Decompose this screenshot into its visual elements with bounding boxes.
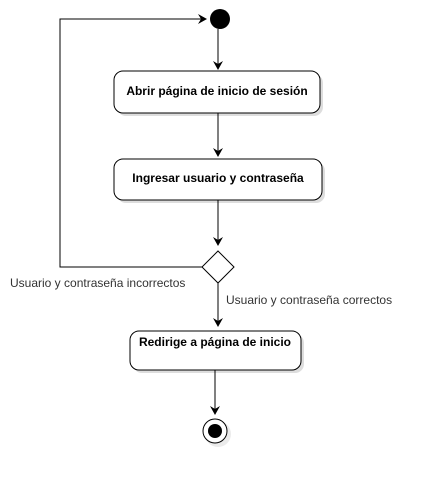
edge-correct-label: Usuario y contraseña correctos <box>226 293 392 307</box>
activity-redirect-home: Redirige a página de inicio <box>129 330 304 373</box>
activity-enter-credentials-label: Ingresar usuario y contraseña <box>132 171 304 185</box>
edge-incorrect-label: Usuario y contraseña incorrectos <box>10 276 185 290</box>
activity-open-login: Abrir página de inicio de sesión <box>113 70 323 116</box>
edge-incorrect-loop <box>59 14 207 268</box>
activity-enter-credentials: Ingresar usuario y contraseña <box>113 158 325 203</box>
activity-redirect-home-label: Redirige a página de inicio <box>139 335 291 349</box>
decision-node <box>201 250 235 284</box>
activity-open-login-label: Abrir página de inicio de sesión <box>126 84 307 98</box>
initial-node <box>210 9 230 29</box>
final-node <box>202 418 231 447</box>
